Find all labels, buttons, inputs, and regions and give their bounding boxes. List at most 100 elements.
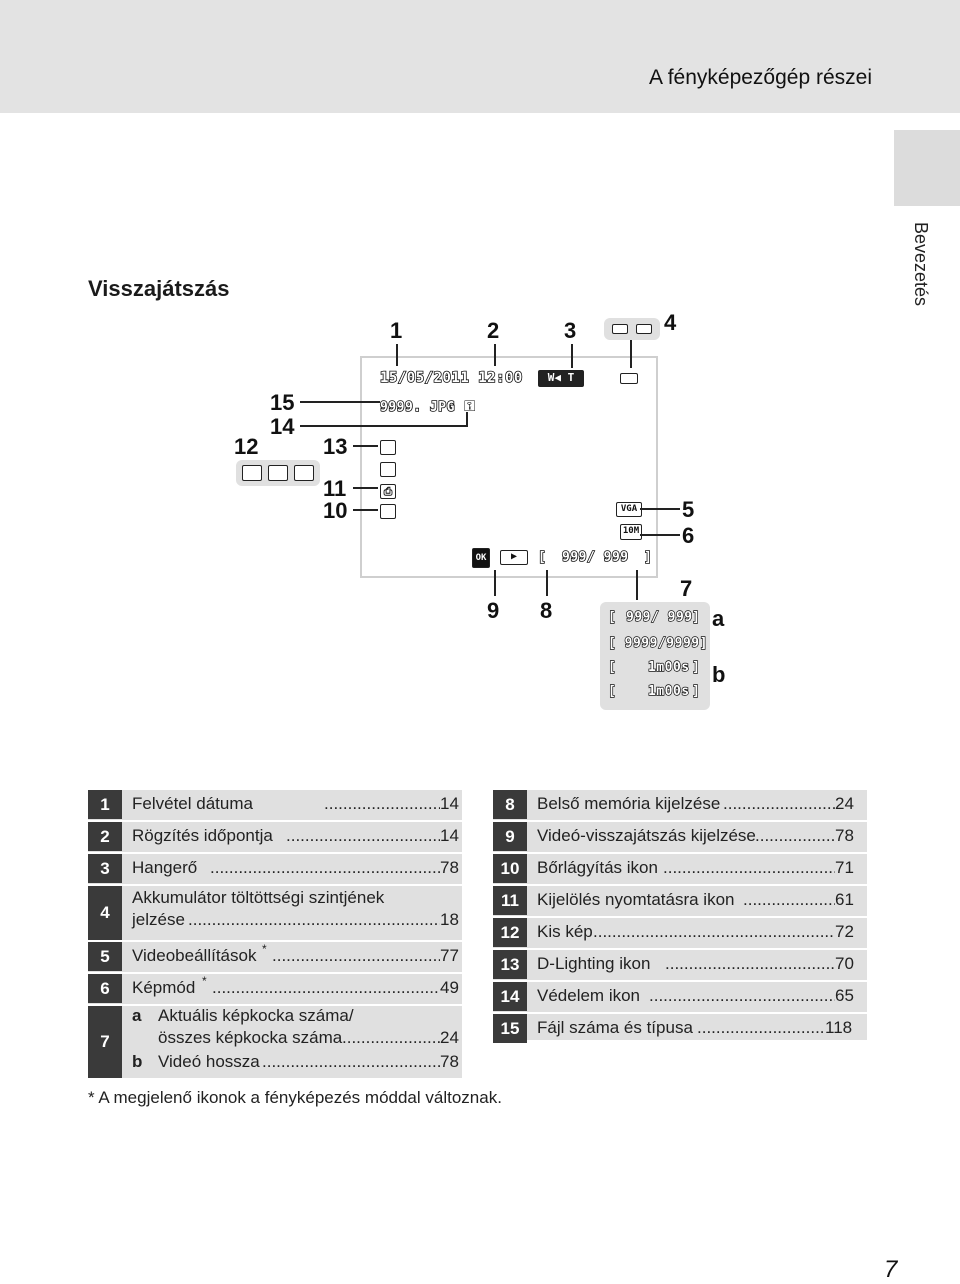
legend-table-left: 1 Felvétel dátuma ......................… (88, 790, 462, 1078)
row-separator (493, 980, 867, 982)
legend-text-line2: jelzése (132, 910, 185, 929)
leader-5 (640, 508, 680, 510)
battery-full-icon (612, 324, 628, 334)
page-number: 7 (884, 1256, 898, 1283)
legend-number: 9 (493, 822, 527, 851)
legend-row-14: 14 Védelem ikon ........................… (493, 982, 867, 1013)
leader-2 (494, 344, 496, 366)
leader-dots: ........................................… (649, 986, 835, 1005)
row-separator (493, 1012, 867, 1014)
legend-number: 10 (493, 854, 527, 883)
row-separator (88, 820, 462, 822)
screen-date-time: 15/05/2011 12:00 (379, 369, 523, 387)
legend-asterisk: * (262, 942, 267, 956)
callout-12: 12 (234, 434, 259, 459)
leader-dots: ........................................… (697, 1018, 825, 1037)
leader-10 (353, 509, 378, 511)
legend-text: Videobeállítások (132, 946, 257, 965)
legend-page: 49 (440, 978, 459, 997)
legend-page: 78 (835, 826, 854, 845)
legend-row-12: 12 Kis kép .............................… (493, 918, 867, 949)
leader-dots: ........................................… (272, 946, 440, 965)
legend-asterisk: * (202, 974, 207, 988)
callout-11: 11 (323, 476, 347, 501)
row-separator (88, 852, 462, 854)
legend-row-7: 7 a Aktuális képkocka száma/ összes képk… (88, 1006, 462, 1078)
legend-row-5: 5 Videobeállítások * ...................… (88, 942, 462, 973)
legend-sub-label-a: a (132, 1006, 142, 1025)
legend-table-right: 8 Belső memória kijelzése ..............… (493, 790, 867, 1043)
callout-14: 14 (270, 414, 295, 439)
leader-dots: ........................................… (286, 826, 440, 845)
legend-row-8: 8 Belső memória kijelzése ..............… (493, 790, 867, 821)
legend-page: 72 (835, 922, 854, 941)
ok-button-icon: OK (472, 548, 490, 568)
leader-14-up (466, 412, 468, 427)
legend-row-4: 4 Akkumulátor töltöttségi szintjének jel… (88, 886, 462, 942)
counter-options-panel: [ 999/ 999 ] [ 9999/9999] [ 1m00s ] [ 1m… (600, 602, 710, 710)
battery-options (604, 318, 660, 340)
legend-sub-text-b: Videó hossza (158, 1052, 260, 1071)
legend-number: 3 (88, 854, 122, 883)
row-separator (88, 940, 462, 942)
legend-number: 5 (88, 942, 122, 971)
leader-dots: ........................................… (665, 954, 835, 973)
legend-page: 61 (835, 890, 854, 909)
callout-b: b (712, 662, 726, 687)
leader-dots: ...................................... (743, 890, 835, 909)
leader-dots: ........................................… (663, 858, 835, 877)
battery-low-icon (636, 324, 652, 334)
page-header (0, 0, 960, 113)
callout-1: 1 (390, 318, 403, 343)
legend-number: 6 (88, 974, 122, 1003)
leader-8 (546, 570, 548, 596)
leader-11 (353, 487, 378, 489)
legend-text: Videó-visszajátszás kijelzése (537, 826, 756, 845)
alt-line-4-close: ] (691, 683, 701, 699)
legend-row-15: 15 Fájl száma és típusa ................… (493, 1014, 867, 1045)
legend-text: Hangerő (132, 858, 198, 877)
legend-page-b: 78 (440, 1052, 459, 1071)
leader-6 (640, 534, 680, 536)
volume-icon: W◀ T (538, 370, 584, 387)
legend-row-13: 13 D-Lighting ikon .....................… (493, 950, 867, 981)
legend-text: Felvétel dátuma (132, 794, 253, 813)
legend-page: 14 (440, 794, 459, 813)
legend-number: 2 (88, 822, 122, 851)
legend-page: 70 (835, 954, 854, 973)
callout-9: 9 (487, 598, 500, 623)
legend-sub-text-a-line2: összes képkocka száma (158, 1028, 343, 1047)
row-separator (493, 948, 867, 950)
leader-dots: ........................................… (324, 794, 440, 813)
legend-page: 118 (825, 1018, 853, 1037)
row-separator (493, 852, 867, 854)
header-title: A fényképezőgép részei (649, 66, 872, 89)
alt-line-3-close: ] (691, 659, 701, 675)
leader-dots: ........................................… (262, 1052, 440, 1071)
leader-3 (571, 344, 573, 368)
row-separator (88, 972, 462, 974)
camera-screen: 15/05/2011 12:00 W◀ T 9999. JPG ⚿ ⎙ VGA … (360, 356, 658, 578)
legend-number: 4 (88, 886, 122, 940)
leader-dots: ........................................… (723, 794, 835, 813)
legend-number: 7 (88, 1006, 122, 1078)
legend-text: Védelem ikon (537, 986, 641, 1005)
callout-15: 15 (270, 390, 295, 415)
leader-14 (300, 425, 468, 427)
legend-page: 65 (835, 986, 854, 1005)
legend-page: 71 (835, 858, 854, 877)
leader-13 (353, 445, 378, 447)
callout-5: 5 (682, 497, 695, 522)
callout-3: 3 (564, 318, 577, 343)
legend-text: Fájl száma és típusa (537, 1018, 693, 1037)
alt-line-4: 1m00s (647, 683, 690, 699)
legend-page: 14 (440, 826, 459, 845)
side-tab-marker (894, 130, 960, 206)
legend-row-10: 10 Bőrlágyítás ikon ....................… (493, 854, 867, 885)
leader-4 (630, 340, 632, 368)
image-size-icon: 10M (620, 524, 642, 540)
frame-counter-bracket: ] (643, 549, 653, 566)
callout-10: 10 (323, 498, 348, 523)
legend-number: 14 (493, 982, 527, 1011)
legend-text: Kijelölés nyomtatásra ikon (537, 890, 735, 909)
